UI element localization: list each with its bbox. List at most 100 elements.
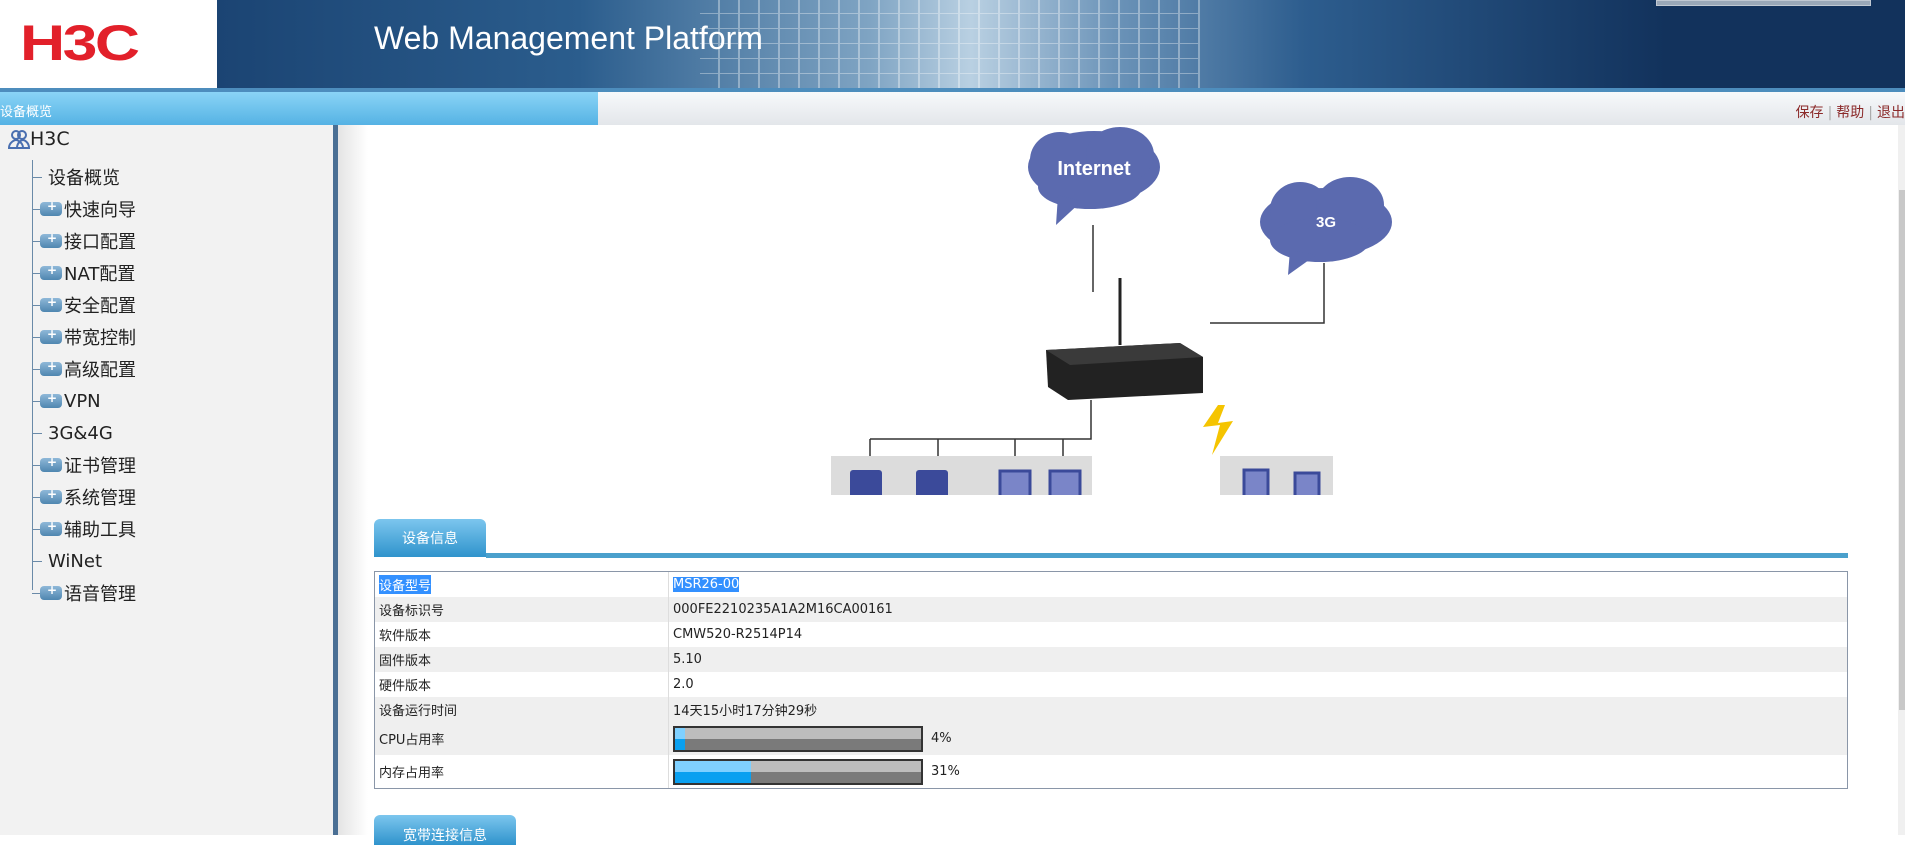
app-title: Web Management Platform bbox=[374, 20, 763, 56]
row-label-text: 硬件版本 bbox=[379, 679, 432, 694]
tree-root[interactable]: H3C bbox=[8, 128, 70, 150]
separator: | bbox=[1868, 105, 1873, 121]
tree-connector bbox=[32, 272, 42, 274]
row-label-text: 设备标识号 bbox=[379, 604, 445, 619]
memory-percent: 31% bbox=[931, 764, 960, 779]
tab-device-info[interactable]: 设备信息 bbox=[374, 519, 486, 557]
server-icon bbox=[850, 470, 948, 495]
row-value-text: 14天15小时17分钟29秒 bbox=[673, 704, 818, 719]
sidebar-item[interactable]: 语音管理 bbox=[32, 578, 136, 608]
pc-icon bbox=[998, 469, 1082, 495]
memory-progress-bar bbox=[673, 758, 923, 785]
tree-connector bbox=[32, 176, 42, 178]
top-status-box bbox=[1656, 0, 1871, 6]
sidebar-item[interactable]: 安全配置 bbox=[32, 290, 136, 320]
sidebar-item[interactable]: VPN bbox=[32, 386, 101, 416]
cpu-label: CPU占用率 bbox=[375, 722, 669, 755]
folder-plus-icon bbox=[40, 487, 62, 504]
row-label: 设备运行时间 bbox=[375, 697, 669, 722]
sidebar-item[interactable]: 设备概览 bbox=[32, 162, 120, 192]
row-label-text: 设备型号 bbox=[379, 575, 432, 594]
row-value: 2.0 bbox=[669, 672, 694, 697]
users-icon bbox=[8, 130, 30, 149]
table-row: 软件版本 CMW520-R2514P14 bbox=[375, 622, 1847, 647]
sidebar-item-label: 证书管理 bbox=[64, 456, 136, 477]
folder-plus-icon bbox=[40, 263, 62, 280]
row-label: 设备标识号 bbox=[375, 597, 669, 622]
sidebar-item[interactable]: WiNet bbox=[32, 546, 102, 576]
3g-label: 3G bbox=[1316, 214, 1336, 231]
banner-image bbox=[217, 0, 1667, 88]
cpu-progress-bar bbox=[673, 725, 923, 752]
sidebar-item-label: 语音管理 bbox=[64, 584, 136, 605]
table-row: 硬件版本 2.0 bbox=[375, 672, 1847, 697]
scrollbar-thumb[interactable] bbox=[1899, 190, 1905, 710]
cpu-progress-fill bbox=[675, 727, 685, 750]
sidebar-item[interactable]: 接口配置 bbox=[32, 226, 136, 256]
row-value: 5.10 bbox=[669, 647, 702, 672]
sidebar-item[interactable]: 系统管理 bbox=[32, 482, 136, 512]
sidebar-item-label: 带宽控制 bbox=[64, 328, 136, 349]
laptop-icon bbox=[1242, 468, 1321, 495]
sidebar-item-label: 安全配置 bbox=[64, 296, 136, 317]
device-info-table: 设备型号 MSR26-00 设备标识号 000FE2210235A1A2M16CA00… bbox=[374, 571, 1848, 789]
row-label: 固件版本 bbox=[375, 647, 669, 672]
tab-underline bbox=[486, 553, 1848, 558]
row-value: CMW520-R2514P14 bbox=[669, 622, 802, 647]
table-row-memory: 内存占用率 31% bbox=[375, 755, 1847, 788]
table-row-cpu: CPU占用率 4% bbox=[375, 722, 1847, 755]
memory-label: 内存占用率 bbox=[375, 755, 669, 788]
tree-connector bbox=[32, 400, 42, 402]
sidebar-item[interactable]: 辅助工具 bbox=[32, 514, 136, 544]
table-row: 设备型号 MSR26-00 bbox=[375, 572, 1847, 597]
folder-plus-icon bbox=[40, 519, 62, 536]
table-row: 固件版本 5.10 bbox=[375, 647, 1847, 672]
row-label: 硬件版本 bbox=[375, 672, 669, 697]
folder-plus-icon bbox=[40, 359, 62, 376]
folder-plus-icon bbox=[40, 455, 62, 472]
tree-connector bbox=[32, 528, 42, 530]
row-label-text: 软件版本 bbox=[379, 629, 432, 644]
row-value-text: 2.0 bbox=[673, 677, 694, 692]
memory-progress-fill bbox=[675, 760, 752, 783]
save-link[interactable]: 保存 bbox=[1795, 105, 1824, 121]
sidebar-item-label: VPN bbox=[64, 390, 101, 412]
tree-connector bbox=[32, 304, 42, 306]
row-value-text: MSR26-00 bbox=[673, 577, 740, 592]
sidebar-item[interactable]: 3G&4G bbox=[32, 418, 113, 448]
tab-broadband-info[interactable]: 宽带连接信息 bbox=[374, 815, 516, 845]
logout-link[interactable]: 退出 bbox=[1877, 105, 1905, 121]
top-links: 保存|帮助|退出 bbox=[1796, 102, 1905, 122]
tree-connector bbox=[32, 496, 42, 498]
row-label-text: 设备运行时间 bbox=[379, 704, 458, 719]
row-value-text: 000FE2210235A1A2M16CA00161 bbox=[673, 602, 893, 617]
tree-line bbox=[32, 160, 33, 590]
tree-connector bbox=[32, 592, 42, 594]
sidebar-item[interactable]: NAT配置 bbox=[32, 258, 135, 288]
wireless-icon bbox=[1203, 405, 1233, 455]
sidebar-item-label: 辅助工具 bbox=[64, 520, 136, 541]
row-value: MSR26-00 bbox=[669, 572, 740, 597]
banner-building bbox=[700, 0, 1200, 88]
breadcrumb: 设备概览 bbox=[0, 105, 53, 120]
sidebar-item[interactable]: 高级配置 bbox=[32, 354, 136, 384]
sidebar-item[interactable]: 快速向导 bbox=[32, 194, 136, 224]
router-icon bbox=[1046, 278, 1203, 400]
row-label-text: 固件版本 bbox=[379, 654, 432, 669]
logo-area bbox=[0, 0, 217, 88]
sidebar-item[interactable]: 带宽控制 bbox=[32, 322, 136, 352]
row-value: 000FE2210235A1A2M16CA00161 bbox=[669, 597, 893, 622]
sidebar-item-label: 快速向导 bbox=[64, 200, 136, 221]
sidebar-item[interactable]: 证书管理 bbox=[32, 450, 136, 480]
logo: H3C bbox=[20, 15, 140, 71]
row-value-text: CMW520-R2514P14 bbox=[673, 627, 803, 642]
help-link[interactable]: 帮助 bbox=[1836, 105, 1865, 121]
sidebar-item-label: 系统管理 bbox=[64, 488, 136, 509]
frame-divider[interactable] bbox=[333, 125, 338, 835]
tree-connector bbox=[32, 336, 42, 338]
network-diagram: Internet 3G bbox=[831, 127, 1392, 495]
cpu-percent: 4% bbox=[931, 731, 952, 746]
tree-connector bbox=[32, 464, 42, 466]
tree-connector bbox=[32, 368, 42, 370]
sidebar-item-label: 高级配置 bbox=[64, 360, 136, 381]
